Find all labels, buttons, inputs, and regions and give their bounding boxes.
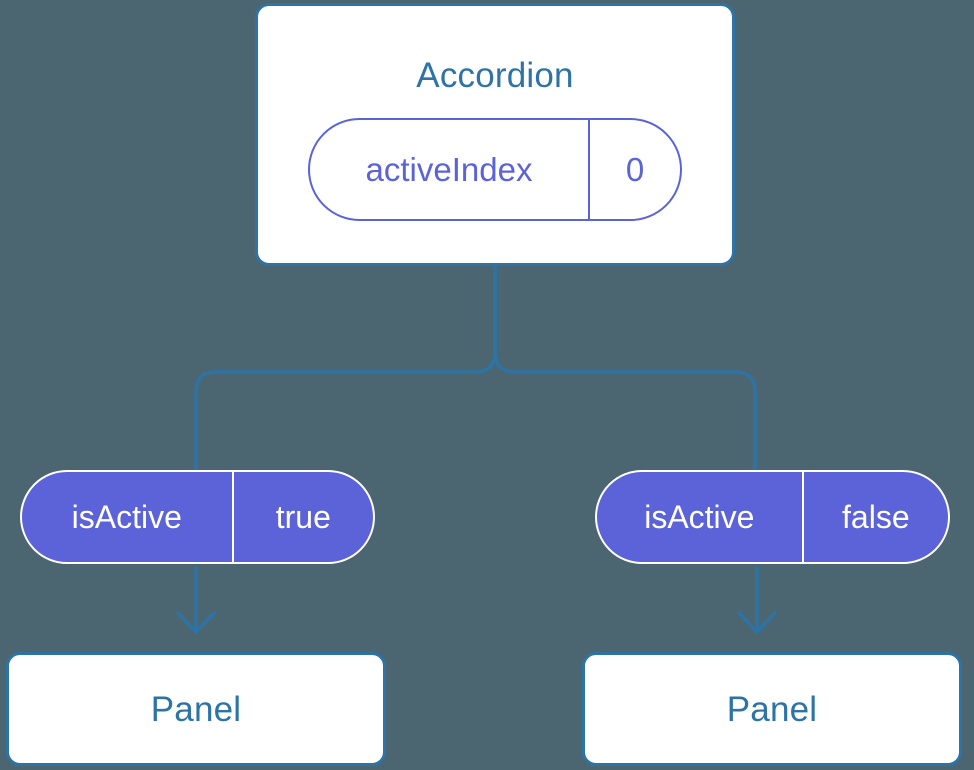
state-pill-is-active-true-value: true [231, 472, 373, 562]
state-pill-is-active-false-value: false [801, 472, 948, 562]
prop-pill-active-index[interactable]: activeIndex 0 [308, 118, 682, 221]
prop-pill-active-index-value: 0 [587, 120, 680, 219]
state-pill-is-active-true-key: isActive [71, 499, 182, 535]
state-pill-is-active-true[interactable]: isActive true [20, 470, 375, 564]
prop-pill-active-index-key: activeIndex [365, 151, 533, 188]
panel-card-left-title: Panel [150, 689, 242, 729]
arrow-left-pill-to-panel [176, 566, 216, 634]
state-pill-is-active-false-key: isActive [644, 499, 755, 535]
arrow-right-pill-to-panel [737, 566, 777, 634]
panel-component-card-left[interactable]: Panel [6, 652, 386, 766]
tree-split-connector [194, 264, 497, 472]
state-pill-is-active-false[interactable]: isActive false [595, 470, 950, 564]
accordion-card-title: Accordion [416, 56, 574, 95]
panel-card-right-title: Panel [726, 689, 818, 729]
tree-split-connector-right [493, 264, 757, 472]
panel-component-card-right[interactable]: Panel [582, 652, 962, 766]
